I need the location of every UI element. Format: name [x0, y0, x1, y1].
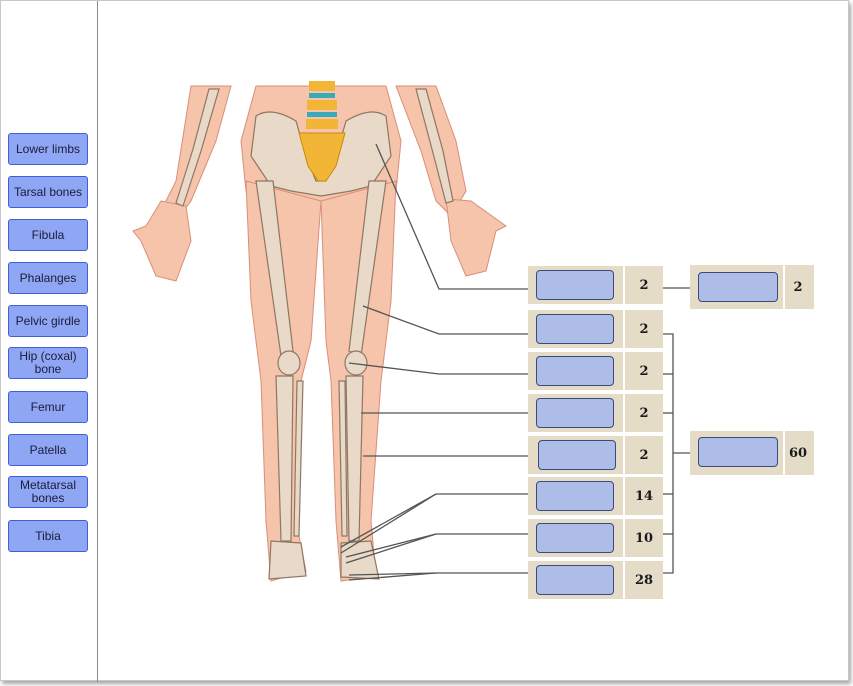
bone-count: 2: [782, 280, 814, 295]
bone-count: 2: [626, 278, 662, 293]
group-target-row: 60: [690, 431, 814, 475]
drop-target[interactable]: [538, 440, 616, 470]
row-divider: [623, 352, 625, 390]
group-target-row: 2: [690, 265, 814, 309]
target-row: 2: [528, 310, 663, 348]
bone-count: 28: [626, 573, 662, 588]
word-bank: Lower limbs Tarsal bones Fibula Phalange…: [1, 1, 98, 682]
row-divider: [623, 519, 625, 557]
label-pelvic-girdle[interactable]: Pelvic girdle: [8, 305, 88, 337]
bone-count: 2: [626, 448, 662, 463]
drop-target[interactable]: [536, 523, 614, 553]
drop-target[interactable]: [698, 437, 778, 467]
row-divider: [623, 310, 625, 348]
label-metatarsal-bones[interactable]: Metatarsal bones: [8, 476, 88, 508]
label-fibula[interactable]: Fibula: [8, 219, 88, 251]
drop-target[interactable]: [536, 565, 614, 595]
bone-count: 2: [626, 406, 662, 421]
row-divider: [623, 266, 625, 304]
label-phalanges[interactable]: Phalanges: [8, 262, 88, 294]
bone-count: 14: [626, 489, 662, 504]
drop-target[interactable]: [536, 398, 614, 428]
row-divider: [623, 477, 625, 515]
drop-target[interactable]: [536, 270, 614, 300]
drop-target[interactable]: [536, 314, 614, 344]
bone-count: 2: [626, 322, 662, 337]
target-row: 14: [528, 477, 663, 515]
row-divider: [623, 561, 625, 599]
drop-target[interactable]: [698, 272, 778, 302]
target-row: 28: [528, 561, 663, 599]
row-divider: [623, 394, 625, 432]
target-row: 2: [528, 266, 663, 304]
row-divider: [623, 436, 625, 474]
target-row: 2: [528, 436, 663, 474]
bone-count: 60: [782, 446, 814, 461]
label-femur[interactable]: Femur: [8, 391, 88, 423]
drop-target[interactable]: [536, 481, 614, 511]
target-row: 10: [528, 519, 663, 557]
skeleton-illustration: [121, 81, 521, 591]
bone-count: 10: [626, 531, 662, 546]
target-row: 2: [528, 352, 663, 390]
label-tibia[interactable]: Tibia: [8, 520, 88, 552]
label-hip-coxal-bone[interactable]: Hip (coxal) bone: [8, 347, 88, 379]
drop-target[interactable]: [536, 356, 614, 386]
label-patella[interactable]: Patella: [8, 434, 88, 466]
target-row: 2: [528, 394, 663, 432]
label-tarsal-bones[interactable]: Tarsal bones: [8, 176, 88, 208]
bone-count: 2: [626, 364, 662, 379]
label-lower-limbs[interactable]: Lower limbs: [8, 133, 88, 165]
